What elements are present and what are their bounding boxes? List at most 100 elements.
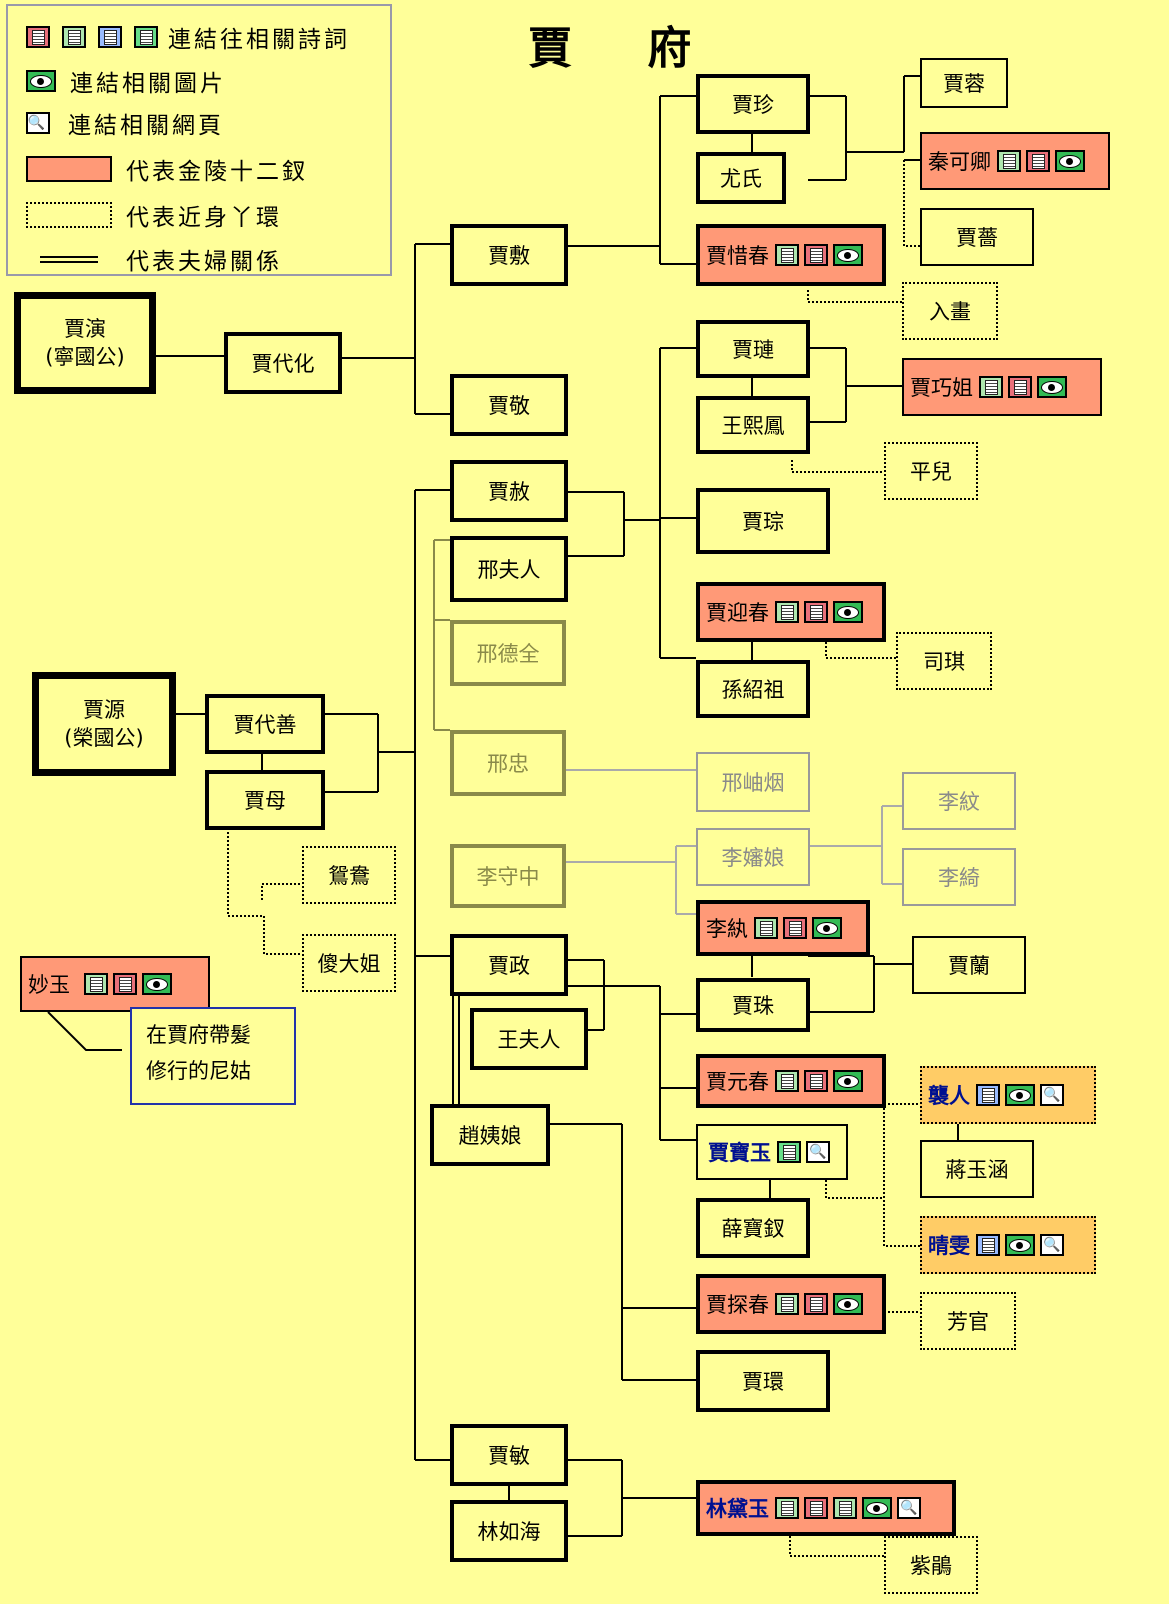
- eye-icon[interactable]: [1055, 150, 1085, 172]
- person-name: 賈巧姐: [910, 376, 973, 400]
- poem-icon[interactable]: [976, 1084, 1000, 1106]
- poem-icon[interactable]: [976, 1234, 1000, 1256]
- eye-icon[interactable]: [833, 601, 863, 623]
- eye-icon[interactable]: [1005, 1234, 1035, 1256]
- eye-icon[interactable]: [1005, 1084, 1035, 1106]
- eye-icon[interactable]: [862, 1497, 892, 1519]
- eye-icon[interactable]: [833, 244, 863, 266]
- person-xue-baochai[interactable]: 薛寶釵: [696, 1198, 810, 1258]
- person-name: 賈演: [64, 316, 106, 341]
- magnifier-icon[interactable]: 🔍: [897, 1497, 921, 1519]
- person-jia-fu[interactable]: 賈敷: [450, 224, 568, 286]
- magnifier-icon[interactable]: 🔍: [1040, 1084, 1064, 1106]
- note-line: 在賈府帶髮: [146, 1023, 251, 1047]
- person-jia-zhen[interactable]: 賈珍: [696, 74, 810, 134]
- person-jia-lian[interactable]: 賈璉: [696, 320, 810, 378]
- person-name: 林如海: [477, 1520, 541, 1544]
- poem-icon[interactable]: [783, 917, 807, 939]
- person-jia-yingchun[interactable]: 賈迎春: [696, 582, 886, 642]
- poem-icon[interactable]: [1008, 376, 1032, 398]
- poem-icon[interactable]: [979, 376, 1003, 398]
- poem-icon[interactable]: [775, 1497, 799, 1519]
- legend-label: 連結相關圖片: [70, 71, 226, 97]
- person-jia-rong[interactable]: 賈蓉: [920, 58, 1008, 108]
- person-xiren[interactable]: 襲人 🔍: [920, 1066, 1096, 1124]
- person-xing-xiuyan[interactable]: 邢岫烟: [696, 752, 810, 812]
- person-siqi[interactable]: 司琪: [896, 632, 992, 690]
- magnifier-icon[interactable]: 🔍: [806, 1141, 830, 1163]
- poem-icon[interactable]: [1026, 150, 1050, 172]
- person-fangguan[interactable]: 芳官: [920, 1292, 1016, 1350]
- person-sha-dajie[interactable]: 傻大姐: [302, 934, 396, 992]
- poem-icon[interactable]: [804, 1293, 828, 1315]
- link-icons: [997, 150, 1085, 172]
- note-line: 修行的尼姑: [146, 1059, 251, 1083]
- person-li-shenniang[interactable]: 李嬸娘: [696, 828, 810, 886]
- poem-icon[interactable]: [775, 601, 799, 623]
- person-jia-she[interactable]: 賈赦: [450, 460, 568, 522]
- person-jia-yan[interactable]: 賈演 (寧國公): [14, 292, 156, 394]
- person-jia-lan[interactable]: 賈蘭: [912, 936, 1026, 994]
- poem-icon[interactable]: [775, 244, 799, 266]
- person-jia-cong[interactable]: 賈琮: [696, 488, 830, 554]
- person-jia-qiang[interactable]: 賈薔: [920, 208, 1034, 266]
- eye-icon[interactable]: [833, 1293, 863, 1315]
- person-jia-mu[interactable]: 賈母: [205, 770, 325, 830]
- poem-icon[interactable]: [997, 150, 1021, 172]
- person-wang-furen[interactable]: 王夫人: [470, 1008, 588, 1070]
- person-xing-furen[interactable]: 邢夫人: [450, 536, 568, 602]
- eye-icon[interactable]: [1037, 376, 1067, 398]
- person-wang-xifeng[interactable]: 王熙鳳: [696, 396, 810, 454]
- person-xing-dequan[interactable]: 邢德全: [450, 620, 566, 686]
- person-yuanyang[interactable]: 鴛鴦: [302, 846, 396, 904]
- person-miaoyu[interactable]: 妙玉: [20, 956, 210, 1012]
- poem-icon[interactable]: [804, 601, 828, 623]
- poem-icon[interactable]: [804, 1070, 828, 1092]
- person-jia-min[interactable]: 賈敏: [450, 1424, 568, 1486]
- person-name: 鴛鴦: [328, 864, 370, 888]
- poem-icon[interactable]: [775, 1070, 799, 1092]
- person-jia-yuanchun[interactable]: 賈元春: [696, 1054, 886, 1108]
- poem-icon[interactable]: [833, 1497, 857, 1519]
- person-jia-zheng[interactable]: 賈政: [450, 934, 568, 996]
- poem-icon[interactable]: [113, 973, 137, 995]
- poem-icon[interactable]: [775, 1293, 799, 1315]
- person-jia-yuan[interactable]: 賈源 (榮國公): [32, 672, 176, 776]
- person-sun-shaozu[interactable]: 孫紹祖: [696, 660, 810, 718]
- person-li-qi[interactable]: 李綺: [902, 848, 1016, 906]
- poem-icon[interactable]: [777, 1141, 801, 1163]
- eye-icon[interactable]: [833, 1070, 863, 1092]
- person-jia-daishan[interactable]: 賈代善: [205, 694, 325, 754]
- poem-icon[interactable]: [804, 1497, 828, 1519]
- person-qingwen[interactable]: 晴雯 🔍: [920, 1216, 1096, 1274]
- person-li-wen[interactable]: 李紋: [902, 772, 1016, 830]
- eye-icon[interactable]: [812, 917, 842, 939]
- person-name: 妙玉: [28, 973, 70, 997]
- person-zijuan[interactable]: 紫鵑: [884, 1536, 978, 1594]
- legend-row-pictures: 連結相關圖片: [26, 64, 226, 98]
- poem-icon[interactable]: [754, 917, 778, 939]
- person-jia-zhu[interactable]: 賈珠: [696, 978, 810, 1032]
- person-lin-daiyu[interactable]: 林黛玉 🔍: [696, 1480, 956, 1536]
- person-jia-jing[interactable]: 賈敬: [450, 374, 568, 436]
- poem-icon[interactable]: [84, 973, 108, 995]
- person-xing-zhong[interactable]: 邢忠: [450, 730, 566, 796]
- person-jia-baoyu[interactable]: 賈寶玉 🔍: [696, 1124, 848, 1180]
- poem-icon[interactable]: [804, 244, 828, 266]
- person-ping-er[interactable]: 平兒: [884, 442, 978, 500]
- eye-icon[interactable]: [142, 973, 172, 995]
- person-you-shi[interactable]: 尤氏: [696, 152, 786, 204]
- person-jia-huan[interactable]: 賈環: [696, 1350, 830, 1412]
- person-jia-xichun[interactable]: 賈惜春: [696, 224, 886, 286]
- person-jiang-yuhan[interactable]: 蔣玉涵: [920, 1140, 1034, 1198]
- person-jia-tanchun[interactable]: 賈探春: [696, 1274, 886, 1334]
- person-jia-daihua[interactable]: 賈代化: [224, 332, 342, 394]
- magnifier-icon[interactable]: 🔍: [1040, 1234, 1064, 1256]
- person-qin-keqing[interactable]: 秦可卿: [920, 132, 1110, 190]
- person-lin-ruhai[interactable]: 林如海: [450, 1500, 568, 1562]
- person-zhao-yiniang[interactable]: 趙姨娘: [430, 1104, 550, 1166]
- person-li-shouzhong[interactable]: 李守中: [450, 844, 566, 908]
- person-li-wan[interactable]: 李紈: [696, 900, 870, 956]
- person-ruhua[interactable]: 入畫: [902, 282, 998, 340]
- person-jia-qiaojie[interactable]: 賈巧姐: [902, 358, 1102, 416]
